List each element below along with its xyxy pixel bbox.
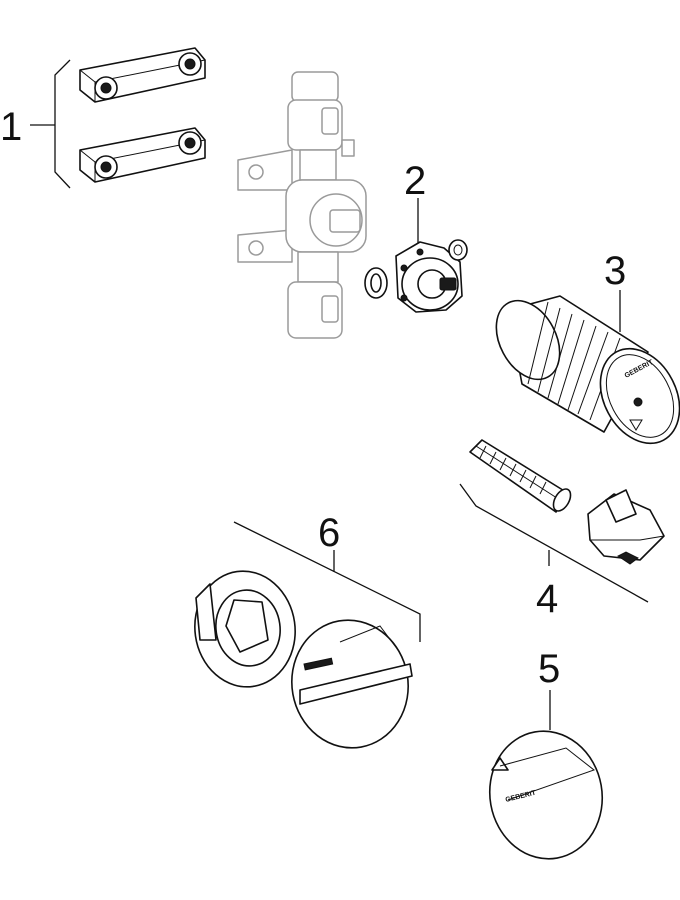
sealing-ring (448, 239, 468, 261)
rosette-ring (194, 570, 296, 688)
bracket-brace-6 (233, 521, 421, 642)
valve-insert (395, 241, 463, 313)
part-6-trim-set: 6 (194, 511, 421, 749)
callout-4: 4 (536, 577, 558, 621)
part-4-extension-set: 4 (459, 439, 665, 621)
sealing-washer-small (364, 267, 388, 299)
sleeve-ribs (527, 301, 621, 421)
adapter-piece (587, 489, 665, 565)
callout-6: 6 (318, 511, 340, 555)
extension-rod (469, 439, 572, 513)
callout-2: 2 (404, 159, 426, 203)
callout-3: 3 (604, 249, 626, 293)
callout-5: 5 (538, 647, 560, 691)
valve-body-ghost (237, 71, 367, 339)
bracket-brace-1 (54, 59, 71, 189)
bracket-brace-4 (459, 483, 649, 603)
part-5-cover-plate: GEBERIT 5 (488, 647, 604, 860)
cover-plate-large (291, 619, 413, 749)
part-3-protective-sleeve: GEBERIT 3 (495, 249, 680, 445)
mounting-bracket-lower (79, 127, 206, 183)
part-1-mounting-brackets: 1 (0, 47, 206, 189)
callout-1: 1 (0, 105, 22, 149)
part-2-valve-insert: 2 (364, 159, 468, 313)
mounting-bracket-upper (79, 47, 206, 103)
